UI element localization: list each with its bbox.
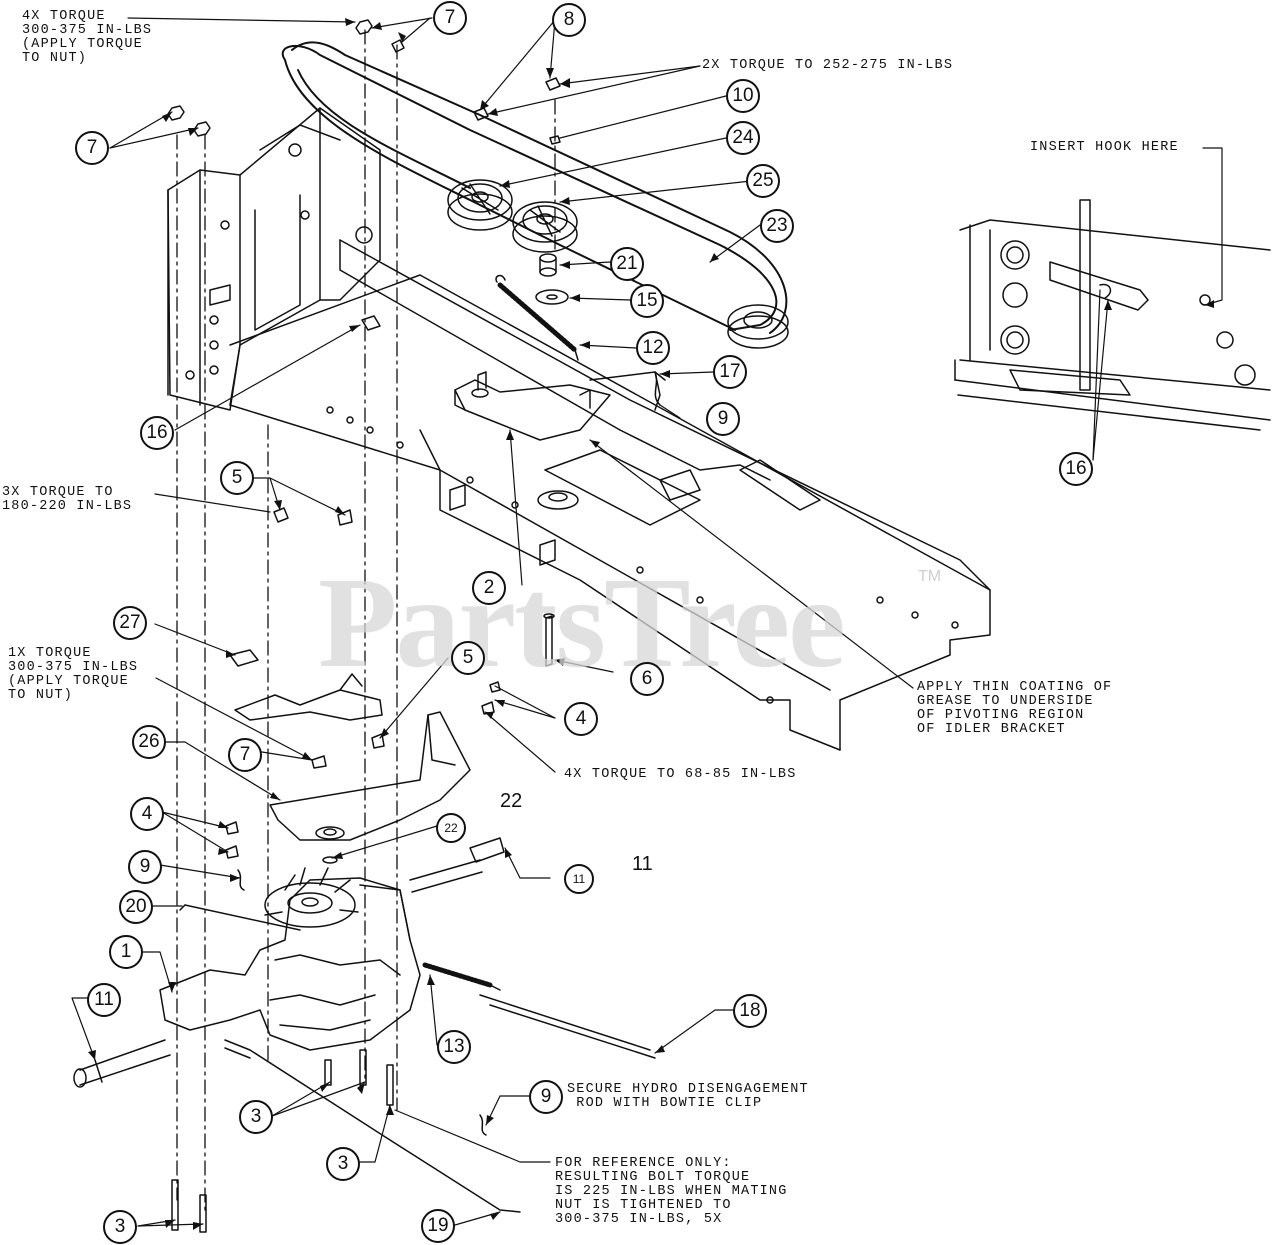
callout-13: 13 xyxy=(437,1030,471,1064)
watermark: PartsTree xyxy=(318,551,846,695)
callout-3: 3 xyxy=(326,1147,360,1181)
note-reference: FOR REFERENCE ONLY: RESULTING BOLT TORQU… xyxy=(555,1156,788,1227)
callout-17: 17 xyxy=(713,355,747,389)
callout-1: 1 xyxy=(109,935,143,969)
callout-5: 5 xyxy=(451,641,485,675)
idler-bracket xyxy=(454,371,666,441)
hardware xyxy=(167,19,661,1233)
plain-label-22: 22 xyxy=(500,790,523,812)
idler-spring xyxy=(495,274,579,361)
arrowheads xyxy=(88,18,1214,1230)
note-torque-4x-68: 4X TORQUE TO 68-85 IN-LBS xyxy=(564,767,797,782)
callout-24: 24 xyxy=(726,121,760,155)
callout-18: 18 xyxy=(733,994,767,1028)
watermark-trademark: TM xyxy=(918,568,942,585)
rear-frame xyxy=(167,107,381,411)
centerlines xyxy=(176,29,556,1211)
note-insert-hook: INSERT HOOK HERE xyxy=(1030,140,1179,155)
callout-3: 3 xyxy=(103,1210,137,1244)
callout-7: 7 xyxy=(228,738,262,772)
callout-21: 21 xyxy=(610,247,644,281)
callout-9: 9 xyxy=(529,1080,563,1114)
callout-11: 11 xyxy=(87,983,121,1017)
callout-20: 20 xyxy=(119,890,153,924)
callout-7: 7 xyxy=(75,131,109,165)
callout-2: 2 xyxy=(472,571,506,605)
callout-3: 3 xyxy=(239,1100,273,1134)
note-hydro: SECURE HYDRO DISENGAGEMENT ROD WITH BOWT… xyxy=(567,1082,809,1111)
note-grease: APPLY THIN COATING OF GREASE TO UNDERSID… xyxy=(917,680,1113,737)
mount-bracket xyxy=(234,673,471,864)
callout-26: 26 xyxy=(132,725,166,759)
transaxle xyxy=(73,837,656,1213)
drive-belt xyxy=(281,41,788,334)
callout-4: 4 xyxy=(130,797,164,831)
callout-19: 19 xyxy=(421,1209,455,1243)
spacer-and-washer xyxy=(535,253,569,305)
callout-15: 15 xyxy=(630,284,664,318)
callout-16: 16 xyxy=(140,416,174,450)
callout-9: 9 xyxy=(706,402,740,436)
plain-label-11: 11 xyxy=(632,853,653,875)
callout-7: 7 xyxy=(433,1,467,35)
callout-27: 27 xyxy=(113,606,147,640)
inset-detail xyxy=(954,199,1271,431)
callout-25: 25 xyxy=(746,164,780,198)
callout-5: 5 xyxy=(220,461,254,495)
callout-22: 22 xyxy=(436,813,466,843)
callout-12: 12 xyxy=(636,331,670,365)
callout-9: 9 xyxy=(128,850,162,884)
callout-8: 8 xyxy=(552,3,586,37)
callout-10: 10 xyxy=(726,79,760,113)
callout-6: 6 xyxy=(630,662,664,696)
note-torque-1x: 1X TORQUE 300-375 IN-LBS (APPLY TORQUE T… xyxy=(8,646,139,703)
callout-23: 23 xyxy=(760,209,794,243)
callout-11: 11 xyxy=(564,864,594,894)
note-torque-2x: 2X TORQUE TO 252-275 IN-LBS xyxy=(702,58,954,73)
note-torque-4x-300: 4X TORQUE 300-375 IN-LBS (APPLY TORQUE T… xyxy=(22,9,153,66)
leader-lines xyxy=(71,17,1223,1227)
note-torque-3x: 3X TORQUE TO 180-220 IN-LBS xyxy=(2,485,133,514)
side-frame-rails xyxy=(229,239,991,751)
idler-pulleys xyxy=(447,179,789,349)
callout-4: 4 xyxy=(564,702,598,736)
callout-16: 16 xyxy=(1059,452,1093,486)
